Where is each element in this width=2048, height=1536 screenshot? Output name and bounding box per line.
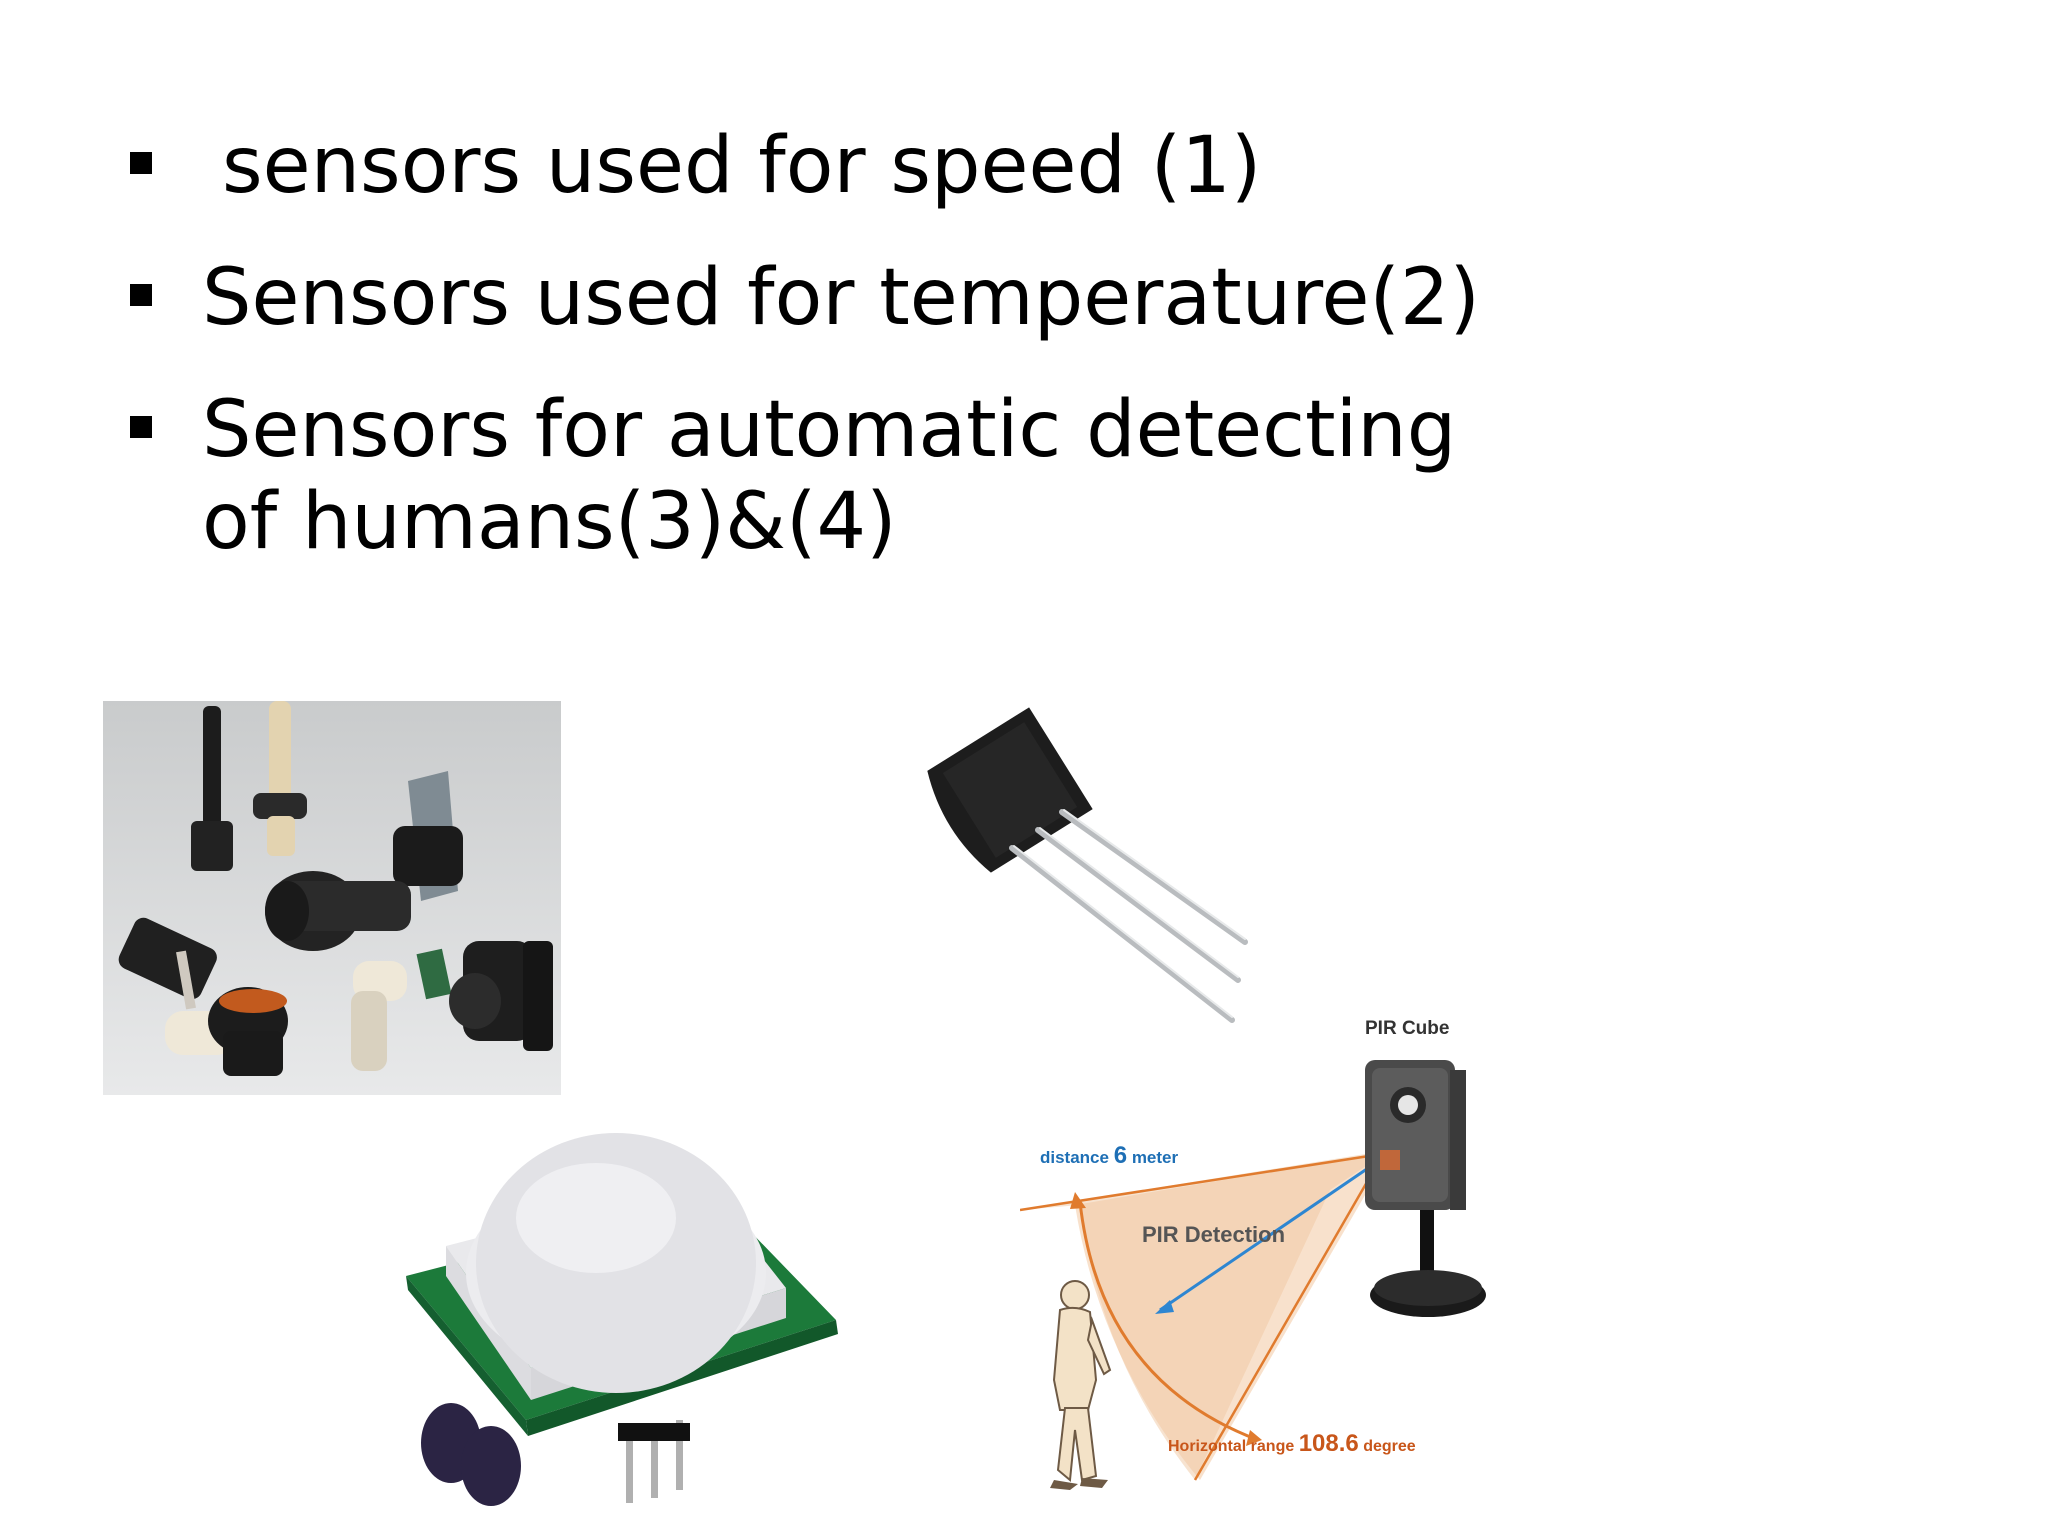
distance-value: 6 (1113, 1142, 1128, 1169)
bullet-item-temperature: Sensors used for temperature(2) (130, 252, 1630, 344)
bullet-item-speed: sensors used for speed (1) (130, 120, 1630, 212)
bullet-list: sensors used for speed (1) Sensors used … (130, 120, 1630, 608)
distance-label: distance 6 meter (1040, 1142, 1178, 1170)
temperature-sensor-photo (927, 707, 1248, 1023)
range-unit: degree (1363, 1438, 1416, 1455)
square-bullet-icon (130, 152, 152, 174)
bullet-text: Sensors used for temperature(2) (202, 253, 1480, 343)
pir-detection-label: PIR Detection (1142, 1222, 1286, 1247)
horizontal-range-label: Horizontal range 108.6 degree (1168, 1430, 1416, 1458)
bullet-item-human-detection: Sensors for automatic detecting of human… (130, 384, 1630, 568)
speed-sensors-photo (103, 701, 561, 1095)
square-bullet-icon (130, 284, 152, 306)
bullet-text: Sensors for automatic detecting of human… (202, 385, 1457, 567)
distance-prefix: distance (1040, 1148, 1109, 1167)
range-value: 108.6 (1298, 1430, 1359, 1457)
pir-sensor-module-photo (196, 1098, 856, 1536)
bullet-text: sensors used for speed (1) (222, 121, 1262, 211)
range-prefix: Horizontal range (1168, 1438, 1295, 1455)
square-bullet-icon (130, 416, 152, 438)
pir-cube-diagram: PIR Cube distance 6 meter PIR Detection … (1020, 1010, 1520, 1500)
distance-unit: meter (1131, 1148, 1179, 1167)
pir-cube-label: PIR Cube (1365, 1018, 1450, 1039)
